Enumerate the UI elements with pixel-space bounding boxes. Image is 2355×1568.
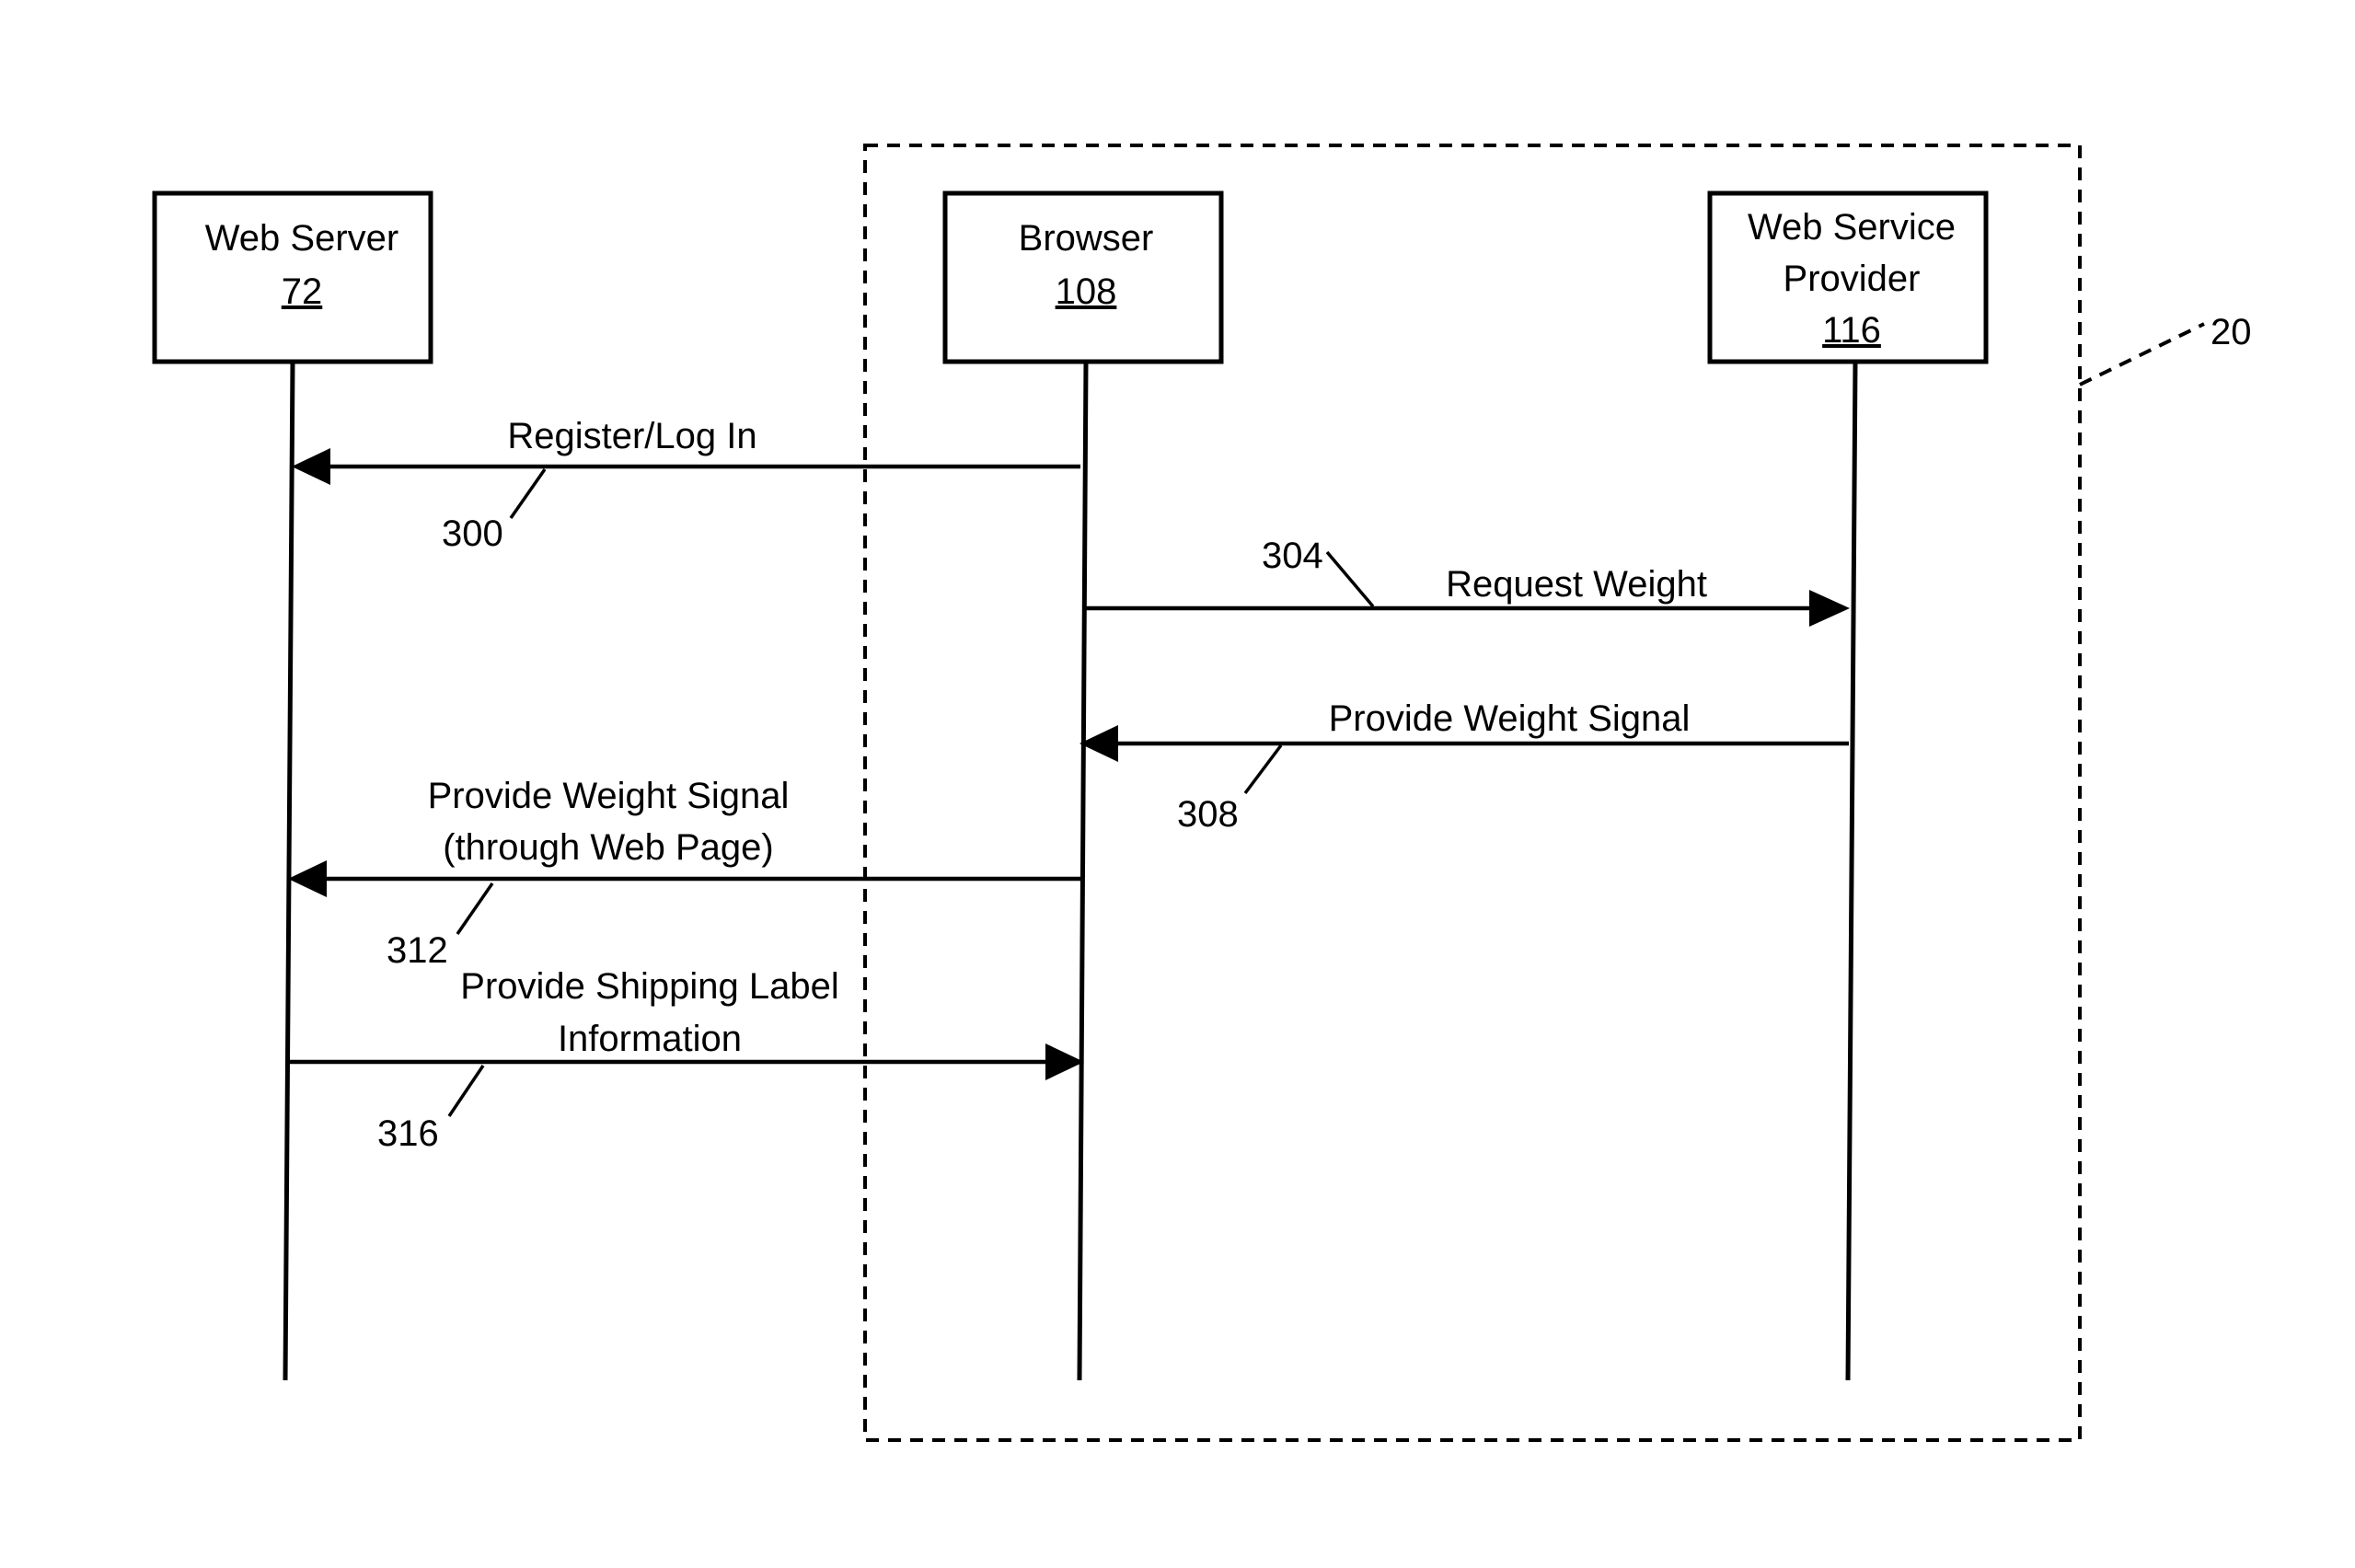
message-provide-weight-signal: Provide Weight Signal 308	[1079, 698, 1849, 835]
participant-name-line2: Provider	[1784, 259, 1921, 299]
message-label-line2: (through Web Page)	[443, 827, 773, 868]
lifeline-web-server	[285, 362, 293, 1380]
participant-web-server: Web Server 72	[155, 193, 431, 362]
arrowhead-right-icon	[1809, 590, 1850, 627]
ref-leader-line	[449, 1066, 483, 1116]
participant-ref: 108	[1056, 271, 1117, 312]
participant-web-service-provider: Web Service Provider 116	[1710, 193, 1986, 362]
arrowhead-left-icon	[288, 860, 327, 897]
message-label-line1: Provide Weight Signal	[428, 776, 790, 816]
message-request-weight: Request Weight 304	[1086, 536, 1850, 627]
ref-leader-line	[1245, 745, 1281, 793]
message-label-line1: Provide Shipping Label	[460, 966, 838, 1007]
arrowhead-right-icon	[1045, 1043, 1084, 1080]
participant-ref: 72	[282, 271, 323, 312]
message-label-line2: Information	[558, 1019, 742, 1059]
arrowhead-left-icon	[292, 448, 330, 485]
message-ref: 316	[377, 1113, 439, 1154]
lifeline-browser	[1079, 362, 1086, 1380]
ref-leader-line	[1327, 552, 1373, 606]
message-ref: 304	[1262, 536, 1323, 576]
participant-name: Browser	[1019, 218, 1154, 259]
message-label: Register/Log In	[507, 416, 756, 456]
message-ref: 312	[387, 930, 448, 971]
system-boundary-leader	[2080, 324, 2204, 385]
participant-ref: 116	[1822, 310, 1881, 351]
system-boundary-ref: 20	[2211, 312, 2252, 352]
message-label: Provide Weight Signal	[1329, 698, 1691, 739]
participant-name-line1: Web Service	[1748, 207, 1956, 248]
lifeline-web-service-provider	[1848, 362, 1855, 1380]
message-provide-weight-signal-web-page: Provide Weight Signal (through Web Page)…	[288, 776, 1080, 971]
message-ref: 308	[1177, 794, 1239, 835]
message-ref: 300	[442, 513, 503, 554]
participant-browser: Browser 108	[945, 193, 1221, 362]
message-provide-shipping-label: Provide Shipping Label Information 316	[286, 966, 1084, 1154]
message-register-login: Register/Log In 300	[292, 416, 1080, 554]
ref-leader-line	[457, 883, 492, 934]
participant-name: Web Server	[205, 218, 398, 259]
ref-leader-line	[511, 469, 545, 518]
message-label: Request Weight	[1446, 564, 1707, 605]
